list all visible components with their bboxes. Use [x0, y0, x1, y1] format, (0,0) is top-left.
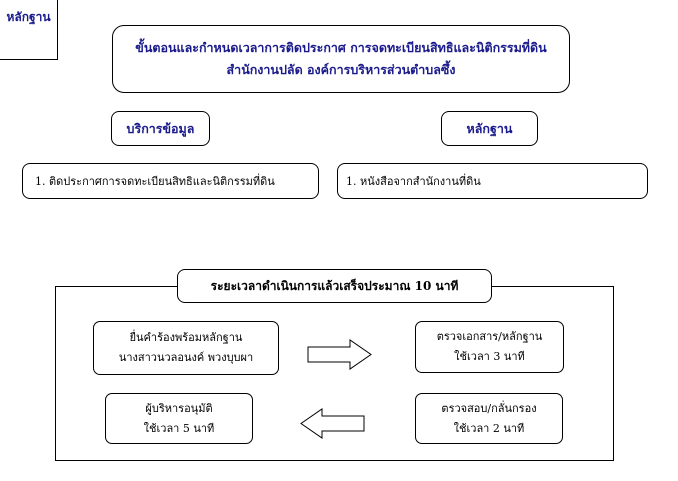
evidence-item-text: 1. หนังสือจากสำนักงานที่ดิน — [346, 175, 481, 188]
title-line-2: สำนักงานปลัด องค์การบริหารส่วนตำบลซึ้ง — [226, 62, 456, 77]
corner-evidence-tag: หลักฐาน — [0, 0, 58, 60]
step-1-line-1: ยื่นคำร้องพร้อมหลักฐาน — [129, 331, 243, 344]
step-review: ตรวจสอบ/กลั่นกรอง ใช้เวลา 2 นาที — [415, 393, 563, 444]
duration-box: ระยะเวลาดำเนินการแล้วเสร็จประมาณ 10 นาที — [177, 269, 492, 303]
step-1-line-2: นางสาวนวลอนงค์ พวงบุบผา — [118, 351, 254, 364]
services-header: บริการข้อมูล — [111, 111, 210, 146]
service-item-text: 1. ติดประกาศการจดทะเบียนสิทธิและนิติกรรม… — [35, 175, 275, 188]
arrow-left-icon — [300, 408, 365, 439]
page-title: ขั้นตอนและกำหนดเวลาการติดประกาศ การจดทะเ… — [112, 25, 570, 93]
step-2-line-1: ตรวจเอกสาร/หลักฐาน — [436, 330, 543, 343]
evidence-header-label: หลักฐาน — [466, 120, 513, 136]
step-4-line-2: ใช้เวลา 5 นาที — [143, 421, 215, 435]
step-executive-approval: ผู้บริหารอนุมัติ ใช้เวลา 5 นาที — [105, 393, 253, 444]
arrow-right-icon — [307, 339, 372, 370]
services-header-label: บริการข้อมูล — [126, 120, 195, 136]
step-4-line-1: ผู้บริหารอนุมัติ — [145, 401, 213, 415]
service-item: 1. ติดประกาศการจดทะเบียนสิทธิและนิติกรรม… — [22, 163, 319, 199]
step-3-line-1: ตรวจสอบ/กลั่นกรอง — [441, 401, 537, 415]
corner-tag-label: หลักฐาน — [6, 10, 51, 24]
duration-text: ระยะเวลาดำเนินการแล้วเสร็จประมาณ 10 นาที — [210, 278, 459, 293]
evidence-item: 1. หนังสือจากสำนักงานที่ดิน — [337, 163, 648, 199]
title-line-1: ขั้นตอนและกำหนดเวลาการติดประกาศ การจดทะเ… — [135, 40, 547, 55]
evidence-header: หลักฐาน — [441, 111, 538, 146]
step-3-line-2: ใช้เวลา 2 นาที — [453, 421, 525, 435]
step-check-documents: ตรวจเอกสาร/หลักฐาน ใช้เวลา 3 นาที — [415, 321, 564, 373]
step-submit-request: ยื่นคำร้องพร้อมหลักฐาน นางสาวนวลอนงค์ พว… — [93, 321, 279, 375]
step-2-line-2: ใช้เวลา 3 นาที — [454, 350, 525, 363]
